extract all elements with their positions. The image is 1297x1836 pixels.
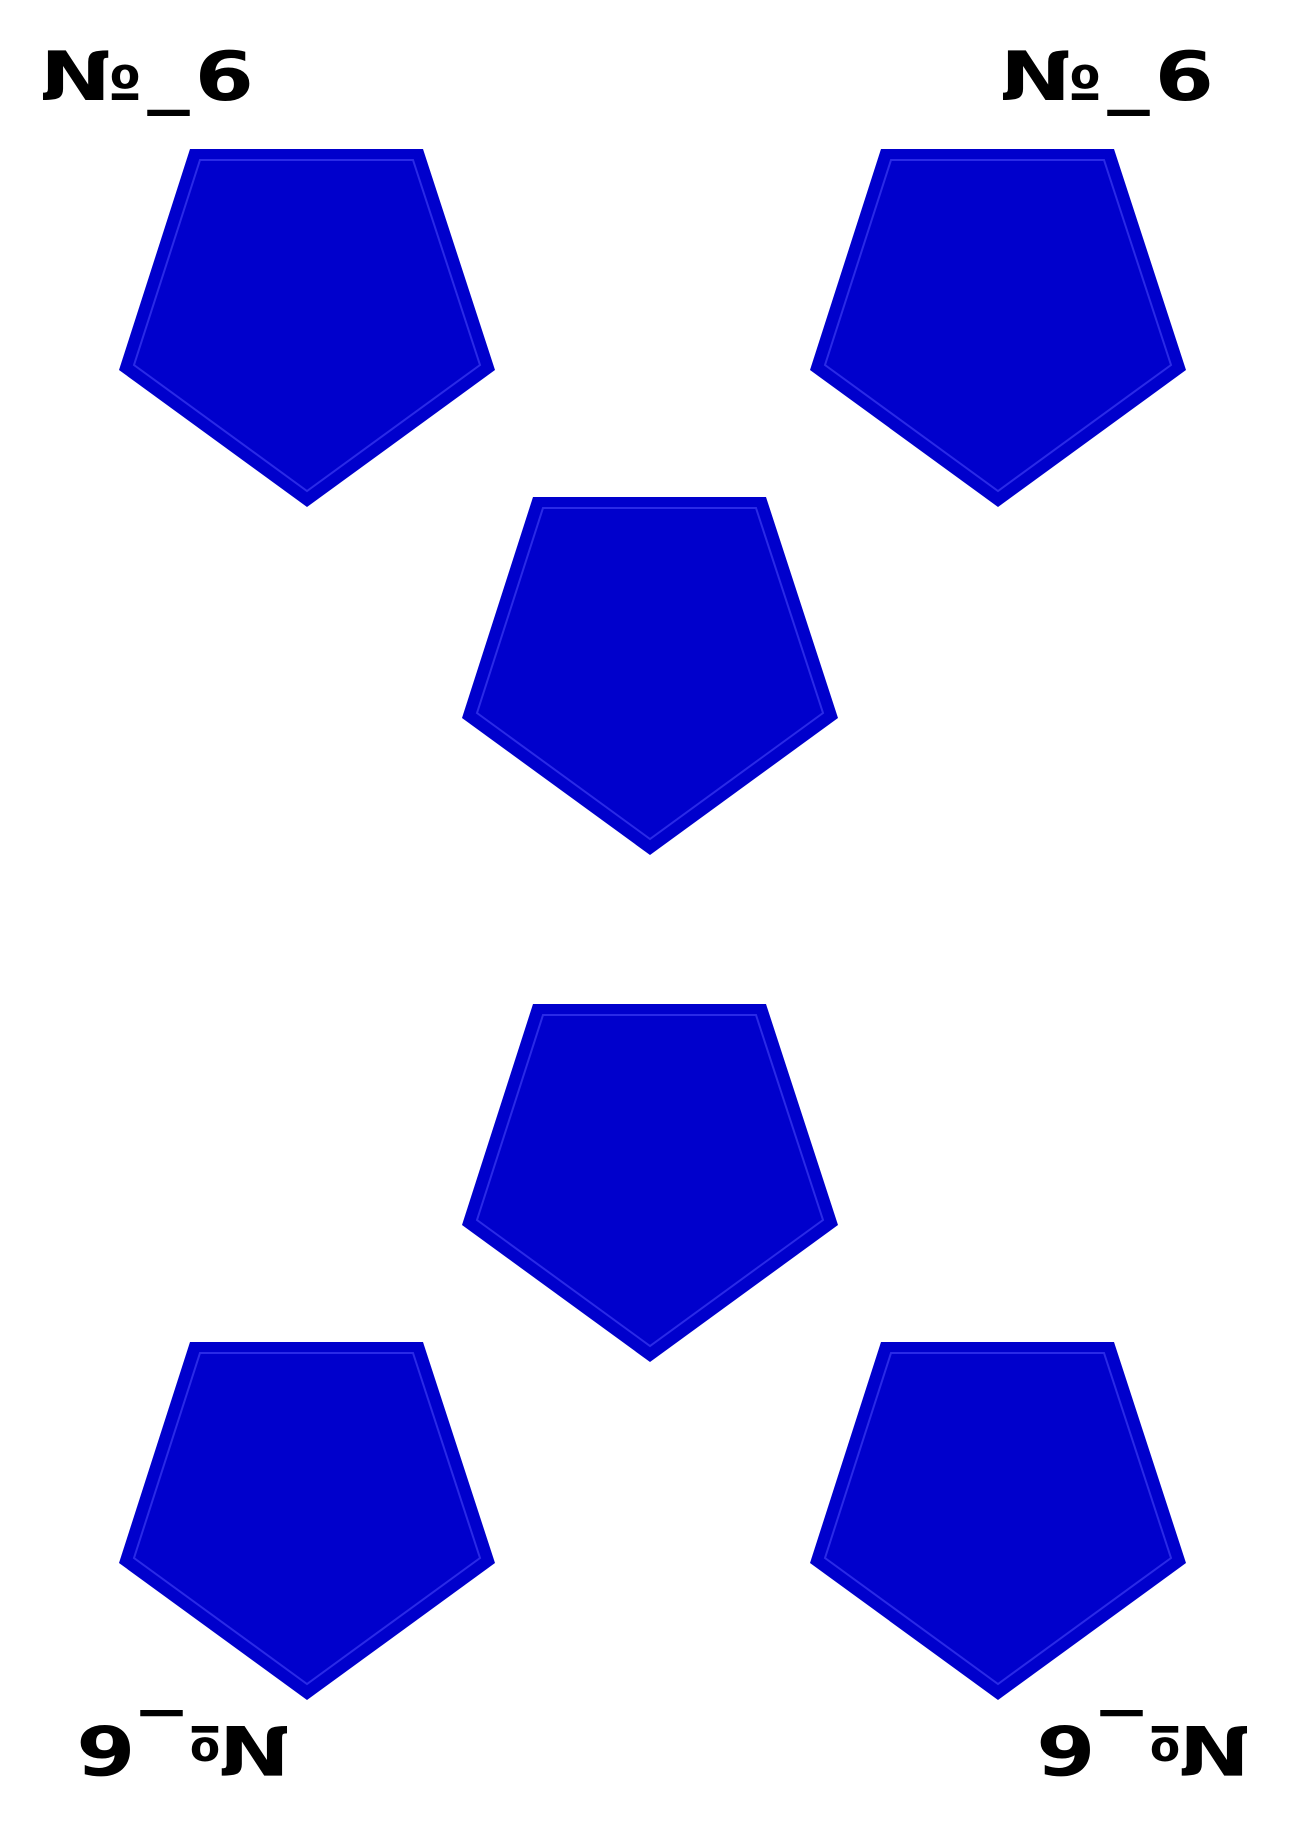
pentagon-pip-6 bbox=[810, 1342, 1186, 1700]
pentagon-pip-5 bbox=[119, 1342, 495, 1700]
pentagon-pip-1 bbox=[119, 149, 495, 507]
pentagon-pip-3 bbox=[462, 497, 838, 855]
corner-label-top-left: №_6 bbox=[40, 38, 259, 117]
pentagon-pip-4 bbox=[462, 1004, 838, 1362]
corner-label-top-right: №_6 bbox=[1000, 38, 1219, 117]
pentagon-pip-2 bbox=[810, 149, 1186, 507]
